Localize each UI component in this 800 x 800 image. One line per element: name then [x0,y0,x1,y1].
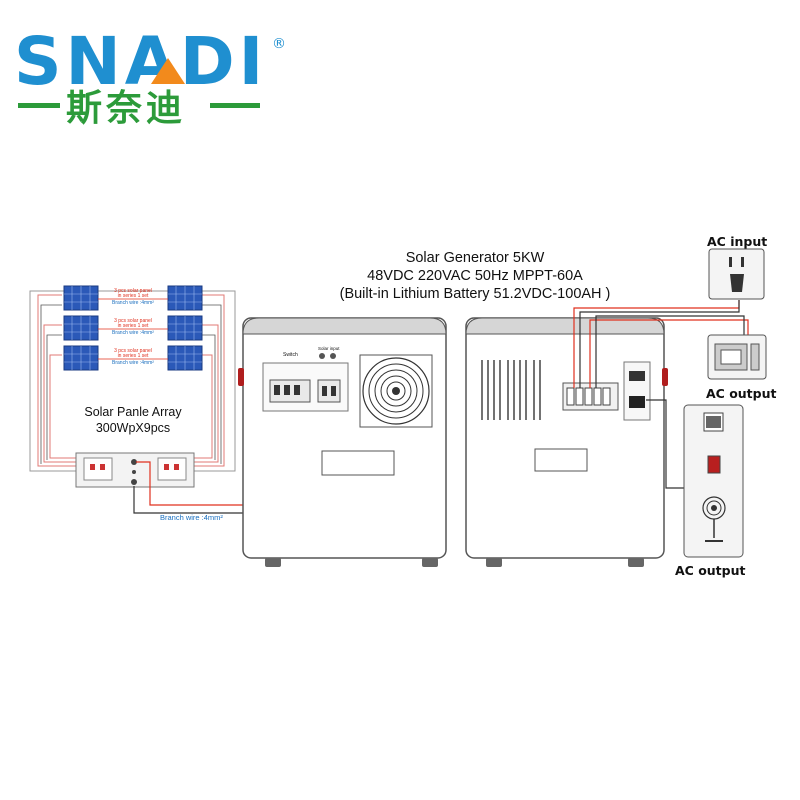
svg-text:3 pcs solar panel: 3 pcs solar panel [114,348,152,354]
svg-text:Branch wire :4mm²: Branch wire :4mm² [112,300,154,306]
svg-text:in series 1 set: in series 1 set [118,353,149,359]
brand-chinese-name: 斯奈迪 [66,88,186,129]
series-note: 3 pcs solar panel in series 1 set Branch… [112,348,154,366]
ac-output-label-1: AC output [706,386,777,401]
solar-array-spec: 300WpX9pcs [96,421,170,435]
ac-wiring [573,300,749,489]
svg-text:3 pcs solar panel: 3 pcs solar panel [114,318,152,324]
title-block: Solar Generator 5KW 48VDC 220VAC 50Hz MP… [340,250,611,302]
front-handle-left [238,368,244,386]
svg-text:in series 1 set: in series 1 set [118,323,149,329]
rear-terminal-block [562,382,619,411]
title-line-1: Solar Generator 5KW [406,250,545,266]
string-wires-dark [40,304,222,464]
title-line-2: 48VDC 220VAC 50Hz MPPT-60A [367,268,583,284]
svg-text:Branch wire :4mm²: Branch wire :4mm² [112,360,154,366]
front-name-plate [321,450,395,476]
series-links [98,298,168,360]
rear-vents [481,360,541,420]
brand-a-accent [151,58,185,84]
ac-output-label-2: AC output [675,563,746,578]
rear-cabinet [465,317,668,567]
series-note: 3 pcs solar panel in series 1 set Branch… [112,288,154,306]
brand-line-left [18,103,60,108]
svg-text:3 pcs solar panel: 3 pcs solar panel [114,288,152,294]
front-cabinet: Switch Solar input [238,317,447,567]
title-line-3: (Built-in Lithium Battery 51.2VDC-100AH … [340,286,611,302]
solar-panel [167,285,203,311]
ac-output-device-1 [707,334,767,380]
solar-panel [167,315,203,341]
rear-name-plate [534,448,588,472]
solar-panel [167,345,203,371]
solar-array: 3 pcs solar panel in series 1 set Branch… [29,285,331,522]
solar-panel [63,345,99,371]
svg-text:in series 1 set: in series 1 set [118,293,149,299]
rear-side-panel [623,361,651,421]
ac-input-label: AC input [707,234,767,249]
brand-logo: SNADI ® 斯奈迪 [14,23,286,129]
solar-array-label: Solar Panle Array [84,405,182,419]
combiner-box [75,452,195,488]
solar-panel [63,315,99,341]
registered-mark: ® [272,36,286,52]
ac-output-device-2 [683,404,744,558]
branch-wire-label: Branch wire :4mm² [160,513,223,522]
brand-name: SNADI [14,23,267,100]
front-cooling-fan [359,354,433,428]
solar-input-label: Solar input [318,346,340,351]
ac-input-socket [708,248,765,300]
solar-panel [63,285,99,311]
svg-text:Branch wire :4mm²: Branch wire :4mm² [112,330,154,336]
switch-label: Switch [283,352,298,358]
series-note: 3 pcs solar panel in series 1 set Branch… [112,318,154,336]
brand-line-right [210,103,260,108]
front-control-panel: Switch Solar input [262,346,349,412]
